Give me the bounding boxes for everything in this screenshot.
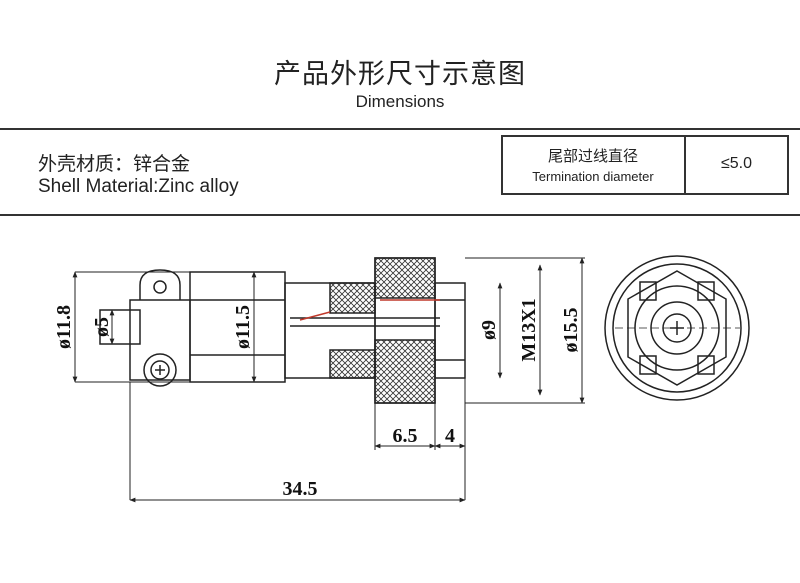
dim-diameter-5: ø5: [91, 317, 113, 337]
dim-diameter-11-8: ø11.8: [53, 305, 75, 349]
termination-spec-box: 尾部过线直径 Termination diameter ≤5.0: [501, 135, 789, 195]
section-divider: [0, 214, 800, 216]
termination-value: ≤5.0: [720, 155, 753, 172]
shell-material-english: Shell Material:Zinc alloy: [38, 176, 239, 197]
dim-thread-m13x1: M13X1: [518, 298, 540, 361]
termination-label-chinese: 尾部过线直径: [547, 147, 638, 165]
title-english: Dimensions: [355, 92, 445, 111]
dim-diameter-9: ø9: [478, 320, 500, 340]
side-view: [99, 257, 466, 404]
dim-length-6-5: 6.5: [393, 425, 418, 447]
extension-lines: [129, 378, 466, 500]
dim-length-4: 4: [445, 425, 455, 447]
dim-diameter-11-5: ø11.5: [232, 305, 254, 349]
title-chinese: 产品外形尺寸示意图: [274, 59, 526, 90]
front-view: [604, 255, 750, 401]
dim-diameter-15-5: ø15.5: [560, 308, 582, 353]
dimension-arrows: [72, 257, 585, 503]
spec-divider: [684, 137, 686, 193]
header-divider: [0, 128, 800, 130]
termination-label-english: Termination diameter: [532, 169, 654, 184]
shell-material-chinese: 外壳材质：锌合金: [38, 153, 191, 175]
wire-lines: [299, 299, 440, 321]
dim-length-34-5: 34.5: [283, 478, 318, 500]
